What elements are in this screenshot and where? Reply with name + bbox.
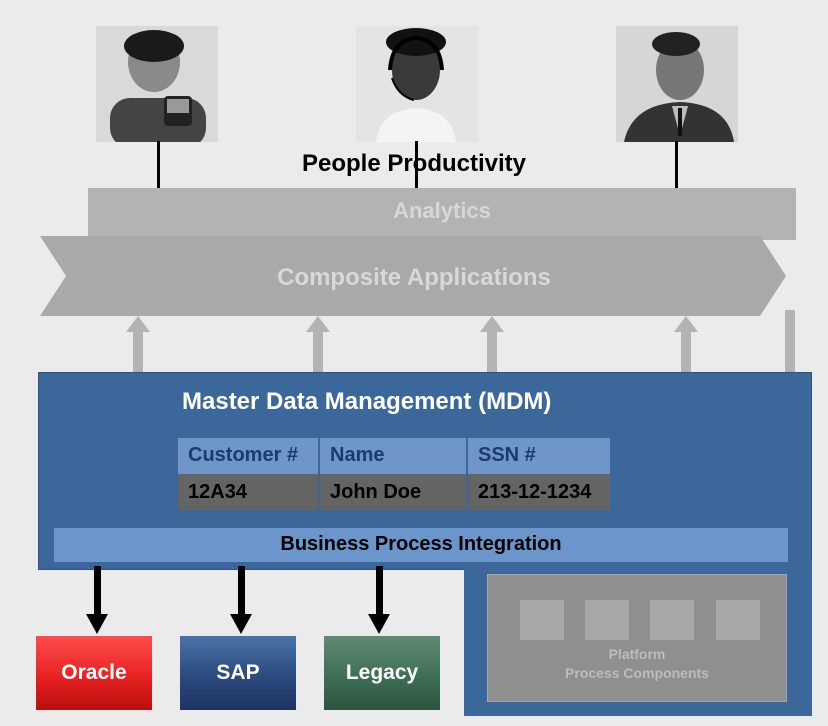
legacy-system-box: Legacy: [324, 636, 440, 710]
photo-connector: [157, 141, 160, 188]
up-arrow-icon: [126, 316, 150, 374]
business-process-integration-label: Business Process Integration: [280, 533, 562, 555]
up-arrow-icon: [674, 316, 698, 374]
up-arrow-icon: [785, 310, 795, 374]
platform-label: Platform: [608, 646, 666, 662]
analytics-bar: [88, 188, 796, 240]
table-cell-ssn: 213-12-1234: [468, 474, 610, 510]
people-productivity-title: People Productivity: [301, 150, 527, 177]
process-components-label: Process Components: [565, 665, 709, 681]
chevron-segment: [218, 236, 430, 316]
table-header-name: Name: [320, 438, 466, 474]
table-header-customer: Customer #: [178, 438, 318, 474]
up-arrow-icon: [306, 316, 330, 374]
composite-chevrons: [40, 236, 786, 316]
process-component-square: [650, 600, 694, 640]
chevron-segment: [398, 236, 610, 316]
up-arrow-icon: [480, 316, 504, 374]
mdm-title: Master Data Management (MDM): [182, 388, 552, 415]
table-cell-customer: 12A34: [178, 474, 318, 510]
down-arrow-icon: [230, 566, 252, 634]
person-reading-photo: [616, 26, 738, 142]
down-arrows: [86, 566, 390, 634]
process-component-square: [520, 600, 564, 640]
person-with-headset-photo: [356, 26, 478, 142]
photo-connector: [675, 141, 678, 188]
down-arrow-icon: [86, 566, 108, 634]
photo-connector: [415, 141, 418, 188]
down-arrow-icon: [368, 566, 390, 634]
composite-applications-label: Composite Applications: [277, 264, 551, 291]
business-process-integration-bar: [54, 528, 788, 562]
chevron-segment: [40, 236, 250, 316]
table-header-ssn: SSN #: [468, 438, 610, 474]
oracle-system-box: Oracle: [36, 636, 152, 710]
analytics-label: Analytics: [393, 198, 491, 223]
up-arrows: [126, 310, 795, 374]
chevron-segment: [578, 236, 786, 316]
table-cell-name: John Doe: [320, 474, 466, 510]
person-with-phone-photo: [96, 26, 218, 142]
sap-system-box: SAP: [180, 636, 296, 710]
process-component-square: [716, 600, 760, 640]
process-component-square: [585, 600, 629, 640]
